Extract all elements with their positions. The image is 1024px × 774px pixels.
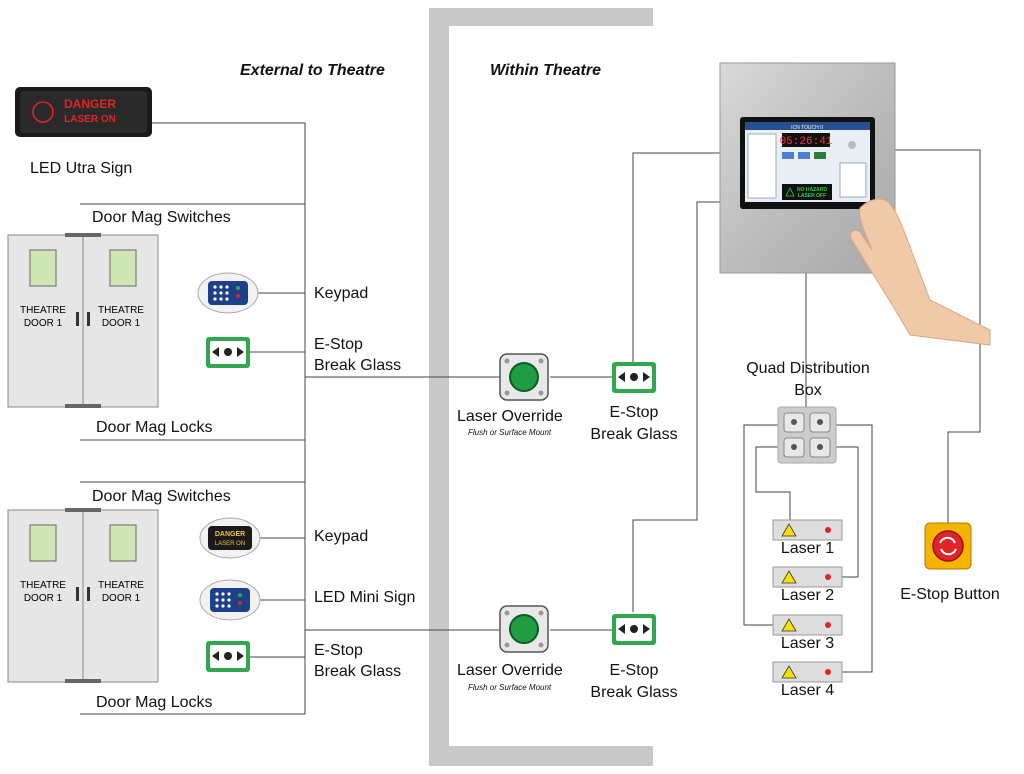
keypad-label-1: Keypad [314, 285, 369, 302]
estop-within-2-line1: E-Stop [609, 662, 659, 679]
laser-label-4: Laser 4 [780, 682, 835, 699]
laser-override-sub-2: Flush or Surface Mount [468, 683, 552, 692]
estop-ext-1-line1: E-Stop [314, 336, 363, 353]
warning-triangle-icon [781, 570, 797, 584]
quad-distribution-box [777, 406, 837, 464]
controller-panel: ICN TOUCH II 05:26:41 NO HAZARD LASER OF… [719, 62, 896, 274]
hand-image [850, 198, 991, 346]
controller-gear-icon [848, 141, 856, 149]
door-mag-switches-label-2: Door Mag Switches [92, 488, 231, 505]
warning-triangle-icon [781, 665, 797, 679]
laser-label-2: Laser 2 [780, 587, 835, 604]
wiring [80, 122, 981, 715]
header-external: External to Theatre [240, 62, 385, 79]
door2-left-line1: THEATRE [20, 580, 66, 591]
door2-right-line2: DOOR 1 [102, 593, 141, 604]
estop-break-glass-within-2 [612, 614, 656, 645]
wire-dist-l1 [755, 446, 791, 525]
led-utra-sign: DANGER LASER ON [15, 87, 152, 137]
wire-ctrl-estop [895, 149, 981, 523]
controller-screen-title: ICN TOUCH II [791, 125, 823, 131]
keypad-label-2: Keypad [314, 528, 369, 545]
estop-ext-1-line2: Break Glass [314, 357, 402, 374]
led-sign-line1: DANGER [64, 97, 116, 111]
wire-dist-l2 [833, 446, 859, 578]
led-utra-sign-label: LED Utra Sign [30, 160, 133, 177]
warning-triangle-icon [781, 618, 797, 632]
wire-led-sign [150, 122, 306, 204]
wire-group1 [80, 203, 306, 441]
estop-within-1-line1: E-Stop [609, 404, 659, 421]
estop-ext-2-line2: Break Glass [314, 663, 402, 680]
laser-unit-4 [772, 661, 843, 683]
door1-left-line2: DOOR 1 [24, 318, 63, 329]
laser-label-1: Laser 1 [780, 540, 835, 557]
header-within: Within Theatre [490, 62, 601, 79]
wire-group2-top [80, 440, 306, 483]
estop-ext-2-line1: E-Stop [314, 642, 363, 659]
estop-within-2-line2: Break Glass [590, 684, 678, 701]
wire-estop1-ctrl [632, 152, 720, 362]
wire-dist-l4 [833, 424, 873, 673]
door-mag-locks-label-2: Door Mag Locks [96, 694, 213, 711]
keypad-2 [199, 579, 261, 621]
keypad-1 [197, 272, 259, 314]
door-set-2: THEATRE DOOR 1 THEATRE DOOR 1 [7, 508, 159, 683]
wire-estop2-ctrl [632, 201, 720, 612]
door-set-1: THEATRE DOOR 1 THEATRE DOOR 1 [7, 233, 159, 408]
mini-sign-line2: LASER ON [215, 541, 245, 547]
laser-override-sub-1: Flush or Surface Mount [468, 428, 552, 437]
estop-break-glass-ext-1 [206, 337, 250, 368]
door1-left-line1: THEATRE [20, 305, 66, 316]
door-mag-locks-label-1: Door Mag Locks [96, 419, 213, 436]
warning-triangle-icon [781, 523, 797, 537]
laser-override-label-1: Laser Override [457, 408, 563, 425]
estop-button-icon [924, 522, 972, 570]
door1-right-line2: DOOR 1 [102, 318, 141, 329]
quad-distribution-label-line2: Box [794, 382, 822, 399]
led-mini-sign: DANGER LASER ON [199, 517, 261, 559]
laser-override-button-1 [499, 353, 549, 401]
laser-warning-icon [32, 101, 54, 123]
laser-unit-2 [772, 566, 843, 588]
door2-right-line1: THEATRE [98, 580, 144, 591]
led-mini-sign-label: LED Mini Sign [314, 589, 416, 606]
estop-break-glass-within-1 [612, 362, 656, 393]
door2-left-line2: DOOR 1 [24, 593, 63, 604]
laser-unit-3 [772, 614, 843, 636]
quad-distribution-label-line1: Quad Distribution [746, 360, 870, 377]
controller-status-line1: NO HAZARD [797, 187, 827, 193]
controller-status-line2: LASER OFF [798, 193, 826, 199]
estop-button-label: E-Stop Button [900, 586, 1000, 603]
door1-right-line1: THEATRE [98, 305, 144, 316]
wire-group2 [80, 482, 306, 715]
wire-dist-l3 [743, 424, 790, 626]
estop-within-1-line2: Break Glass [590, 426, 678, 443]
mini-sign-line1: DANGER [215, 531, 245, 538]
laser-override-label-2: Laser Override [457, 662, 563, 679]
laser-override-button-2 [499, 605, 549, 653]
laser-unit-1 [772, 519, 843, 541]
laser-label-3: Laser 3 [780, 635, 835, 652]
estop-break-glass-ext-2 [206, 641, 250, 672]
led-sign-line2: LASER ON [64, 114, 116, 125]
controller-clock: 05:26:41 [780, 136, 833, 148]
door-mag-switches-label-1: Door Mag Switches [92, 209, 231, 226]
